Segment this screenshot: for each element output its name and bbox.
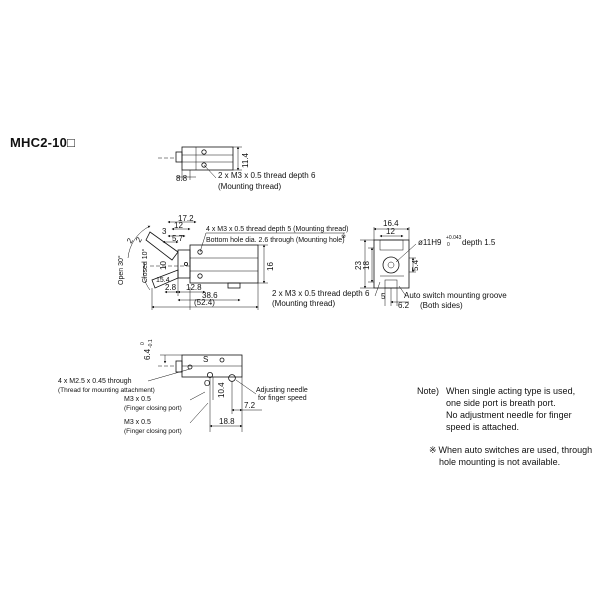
dim-label: (52.4) — [194, 298, 215, 307]
note-2-line: hole mounting is not available. — [439, 457, 561, 467]
callout-text: (Finger closing port) — [124, 428, 182, 435]
end-view — [360, 227, 417, 306]
dim-label: 12 — [174, 221, 183, 230]
bore-tolerance-bottom: 0 — [447, 242, 450, 248]
needle-icon — [228, 374, 236, 382]
dim-label: 18 — [362, 261, 371, 270]
side-view — [127, 220, 345, 310]
dim-label: 5.4 — [411, 259, 420, 271]
note-star-mark: ※ — [429, 445, 437, 455]
dim-label: 15.4 — [156, 277, 170, 284]
dim-tolerance-top: 0 — [140, 342, 146, 345]
callout-text: (Both sides) — [420, 301, 463, 310]
dim-label: 18.8 — [219, 417, 235, 426]
top-body — [181, 146, 234, 171]
dim-label: 11.4 — [241, 152, 250, 168]
finger-closed — [151, 269, 179, 289]
bore-depth-label: depth 1.5 — [462, 238, 496, 247]
note-1-line: When single acting type is used, — [446, 386, 576, 396]
callout-text: Auto switch mounting groove — [404, 291, 507, 300]
closed-angle-label: Closed 10° — [141, 248, 149, 283]
callout-text: 2 x M3 x 0.5 thread depth 6 — [218, 171, 316, 180]
dim-label: 2 — [125, 236, 135, 245]
callout-text: (Mounting thread) — [218, 182, 281, 191]
note-2-line: When auto switches are used, through — [438, 445, 593, 455]
finger-open — [145, 231, 179, 261]
callout-text: 4 x M3 x 0.5 thread depth 5 (Mounting th… — [206, 226, 348, 233]
page-title: MHC2-10□ — [10, 135, 76, 150]
dim-label: 23 — [354, 261, 363, 270]
dim-label: 12.8 — [186, 283, 202, 292]
top-view — [158, 146, 242, 180]
bore-tolerance-top: +0.043 — [446, 235, 462, 241]
callout-text: (Finger closing port) — [124, 405, 182, 412]
callout-text: Adjusting needle — [256, 387, 308, 394]
callout-text: (Thread for mounting attachment) — [58, 387, 155, 394]
callout-text: for finger speed — [258, 395, 307, 402]
callout-mark: ※ — [341, 233, 346, 240]
callout-text: M3 x 0.5 — [124, 419, 151, 426]
callout-text: 4 x M2.5 x 0.45 through — [58, 378, 132, 385]
bottom-view — [147, 354, 262, 432]
dim-label: 7.2 — [244, 401, 256, 410]
port-label-o: O — [204, 379, 210, 388]
note-1-line: speed is attached. — [446, 422, 520, 432]
note-1-line: No adjustment needle for finger — [446, 410, 572, 420]
dim-label: 8.8 — [176, 174, 188, 183]
dim-label: 2 — [134, 235, 144, 244]
dim-label: 16.4 — [383, 219, 399, 228]
dim-label: 6.4 — [143, 348, 152, 360]
dim-label: 17.2 — [178, 214, 194, 223]
note-2: ※ When auto switches are used, through — [417, 444, 597, 456]
end-body — [373, 239, 410, 289]
dim-label: 16 — [266, 262, 275, 271]
dim-label: 10 — [159, 261, 168, 270]
callout-text: M3 x 0.5 — [124, 396, 151, 403]
dim-label: 38.6 — [202, 291, 218, 300]
port-label-s: S — [203, 355, 208, 364]
mount-hole — [201, 149, 207, 155]
mount-hole — [201, 162, 207, 168]
dim-tolerance-bottom: -0.1 — [148, 339, 154, 348]
dim-label: 3 — [162, 227, 167, 236]
notes-block: Note) When single acting type is used, o… — [417, 385, 597, 468]
dim-label: 10.4 — [217, 382, 226, 398]
dim-label: 12 — [386, 227, 395, 236]
callout-text: 2 x M3 x 0.5 thread depth 6 — [272, 289, 370, 298]
callout-text: (Mounting thread) — [272, 299, 335, 308]
dim-label: 2.8 — [165, 283, 177, 292]
dim-label: 5 — [381, 292, 386, 301]
dim-label: 6.2 — [398, 301, 410, 310]
note-prefix: Note) — [417, 386, 440, 396]
dim-label: 5.7 — [172, 234, 184, 243]
note-1: Note) When single acting type is used, — [417, 385, 597, 397]
callout-text: Bottom hole dia. 2.6 through (Mounting h… — [206, 237, 345, 244]
note-1-line: one side port is breath port. — [446, 398, 556, 408]
open-angle-label: Open 30° — [117, 255, 125, 285]
bore-label: ø11H9 — [418, 238, 442, 247]
